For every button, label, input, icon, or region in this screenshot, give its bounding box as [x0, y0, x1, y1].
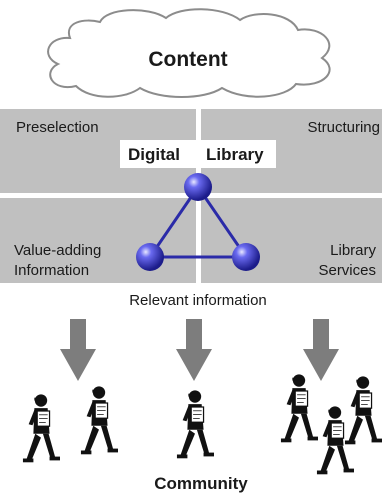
- sphere-node-icon: [184, 173, 212, 201]
- walking-person-icon: [80, 385, 118, 455]
- digital-library-panel: Preselection Structuring Value-adding In…: [0, 109, 382, 283]
- relevant-information-label: Relevant information: [129, 292, 267, 309]
- panel-title-library: Library: [206, 145, 264, 164]
- library-triangle: [147, 184, 249, 259]
- down-arrow-icon: [303, 319, 339, 381]
- walking-person-icon: [176, 389, 214, 459]
- walking-person-icon: [280, 373, 318, 443]
- cloud-label: Content: [148, 48, 227, 71]
- walking-person-icon: [316, 405, 354, 475]
- down-arrow-icon: [60, 319, 96, 381]
- walking-person-icon: [22, 393, 60, 463]
- quadrant-library-services-line1: Library: [330, 242, 376, 259]
- panel-title-background: [120, 140, 276, 168]
- community-label: Community: [154, 474, 248, 493]
- quadrant-library-services-line2: Services: [318, 262, 376, 279]
- sphere-node-icon: [136, 243, 164, 271]
- down-arrow-icon: [176, 319, 212, 381]
- quadrant-structuring: Structuring: [307, 119, 380, 136]
- walking-person-icon: [344, 375, 382, 445]
- cloud-icon: [47, 8, 331, 98]
- sphere-node-icon: [232, 243, 260, 271]
- content-cloud: Content: [47, 8, 331, 98]
- panel-title-digital: Digital: [128, 145, 180, 164]
- quadrant-value-adding-line2: Information: [14, 262, 89, 279]
- quadrant-value-adding-line1: Value-adding: [14, 242, 101, 259]
- quadrant-preselection: Preselection: [16, 119, 99, 136]
- community-people: [22, 373, 382, 475]
